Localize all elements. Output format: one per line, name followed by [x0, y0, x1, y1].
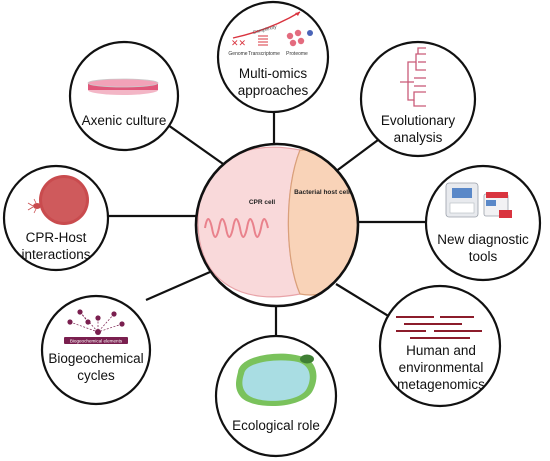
node-biogeochemical-cycles: Biogeochemical elements Biogeochemical c… — [40, 294, 152, 406]
lake-ecosystem-icon — [236, 353, 317, 407]
connector-metagenomics — [335, 283, 391, 318]
connector-biogeochemical — [145, 270, 211, 302]
biogeochemical-network-icon: Biogeochemical elements — [64, 309, 128, 344]
connector-axenic — [167, 124, 227, 167]
metagenomics-label-2: environmental — [399, 360, 484, 375]
diagnostic-label-2: tools — [469, 249, 498, 264]
diagnostic-label-1: New diagnostic — [437, 232, 529, 247]
node-multi-omics: Complexity ✕✕ Genome Transcriptome Prote… — [216, 0, 330, 114]
cpr-host-label-1: CPR-Host — [26, 230, 87, 245]
complexity-label: Complexity — [252, 24, 278, 36]
proteome-icon — [286, 29, 313, 47]
node-axenic-culture: Axenic culture — [68, 40, 180, 152]
center-node: CPR cell Bacterial host cell — [194, 142, 360, 308]
biogeochemical-label-2: cycles — [77, 368, 115, 383]
node-metagenomics: Human and environmental metagenomics — [378, 284, 502, 408]
phylogenetic-tree-icon — [400, 47, 426, 107]
axenic-culture-label: Axenic culture — [82, 113, 167, 128]
node-evolutionary-analysis: Evolutionary analysis — [359, 40, 477, 158]
genome-label: Genome — [228, 51, 247, 57]
cpr-host-label-2: interactions — [21, 247, 90, 262]
proteome-label: Proteome — [286, 51, 308, 57]
dna-squiggle-icon — [204, 218, 269, 238]
metagenomics-label-3: metagenomics — [397, 377, 485, 392]
node-cpr-host-interactions: CPR-Host interactions — [2, 164, 110, 272]
multi-omics-label-1: Multi-omics — [239, 66, 308, 81]
connector-evolutionary — [334, 139, 379, 173]
lab-instrument-icon — [445, 182, 512, 218]
complexity-arrow-icon — [232, 11, 301, 39]
cpr-host-cell-icon — [27, 175, 89, 225]
connector-lines — [107, 112, 426, 336]
host-cell-label: Bacterial host cell — [294, 189, 350, 196]
evolutionary-label-2: analysis — [394, 130, 443, 145]
biogeochemical-label-1: Biogeochemical — [48, 351, 143, 366]
host-cell-shape — [287, 149, 358, 296]
metagenomics-label-1: Human and — [406, 343, 476, 358]
evolutionary-label-1: Evolutionary — [381, 113, 456, 128]
transcriptome-label: Transcriptome — [248, 51, 280, 57]
genome-icon: ✕✕ — [231, 38, 246, 48]
node-new-diagnostic-tools: New diagnostic tools — [424, 164, 542, 282]
ecological-role-label: Ecological role — [232, 418, 320, 433]
biogeochemical-bar-label: Biogeochemical elements — [70, 339, 123, 344]
cpr-cell-label: CPR cell — [249, 199, 276, 206]
sequence-reads-icon — [396, 316, 482, 339]
node-ecological-role: Ecological role — [214, 334, 338, 458]
transcriptome-icon — [258, 35, 268, 46]
petri-dish-icon — [87, 78, 159, 95]
multi-omics-label-2: approaches — [238, 83, 309, 98]
